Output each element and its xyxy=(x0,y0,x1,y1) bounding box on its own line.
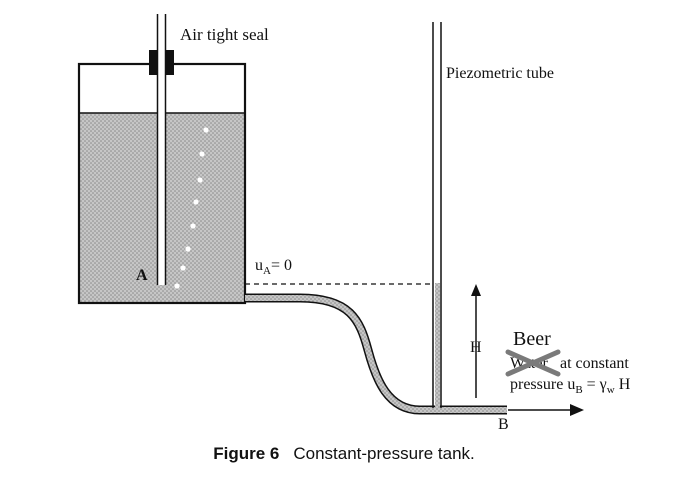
figure-caption: Figure 6 Constant-pressure tank. xyxy=(0,444,688,464)
piezometric-tube-label: Piezometric tube xyxy=(446,65,554,82)
ua-value: = 0 xyxy=(271,257,292,274)
ub-subscript: B xyxy=(575,384,582,396)
ua-label: uA= 0 xyxy=(255,257,292,277)
pressure-text: pressure u xyxy=(510,376,575,393)
figure-number: Figure 6 xyxy=(213,444,280,463)
point-a-label: A xyxy=(136,267,148,284)
ub-equals: = γ xyxy=(583,376,607,393)
point-b-label: B xyxy=(498,416,509,433)
ub-h: H xyxy=(615,376,631,393)
pressure-equation: pressure uB = γw H xyxy=(510,376,631,396)
height-label: H xyxy=(470,339,482,356)
ua-subscript: A xyxy=(263,265,271,277)
beer-label: Beer xyxy=(513,328,551,350)
height-arrow xyxy=(471,284,481,398)
caption-text: Constant-pressure tank. xyxy=(293,444,475,463)
air-bubbles xyxy=(174,127,209,289)
ua-text: u xyxy=(255,257,263,274)
air-tight-seal-label: Air tight seal xyxy=(180,25,269,44)
air-tight-seal xyxy=(149,50,174,75)
strike-mark xyxy=(505,349,561,377)
piezometric-water xyxy=(435,283,440,408)
w-subscript: w xyxy=(607,384,615,396)
flow-arrow xyxy=(508,404,584,416)
air-tube-interior xyxy=(157,14,166,285)
outlet-pipe xyxy=(245,293,507,415)
air-tube xyxy=(156,14,167,285)
piezometric-tube xyxy=(432,22,442,408)
at-constant-label: at constant xyxy=(560,355,629,372)
